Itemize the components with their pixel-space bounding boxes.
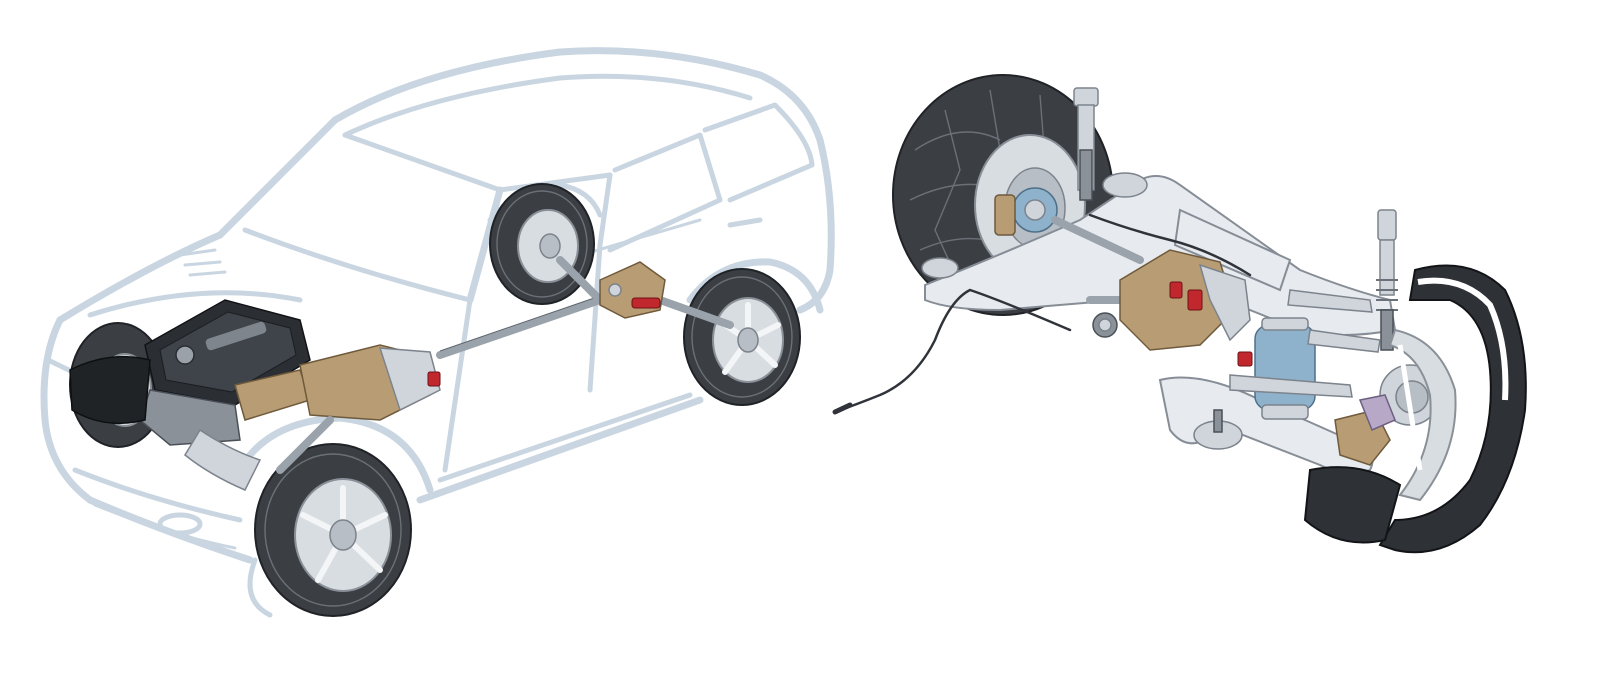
suv-ghost-body xyxy=(40,47,835,618)
suv-engine xyxy=(69,299,311,491)
suv-driveshafts xyxy=(276,256,734,474)
axle-control-arms xyxy=(1229,289,1381,398)
axle-left-hub xyxy=(994,187,1058,236)
suv-rear-far-wheel xyxy=(489,183,595,305)
axle-right-tire-cutaway xyxy=(1303,264,1527,554)
suv-rear-differential xyxy=(599,261,666,319)
axle-left-shock xyxy=(1073,87,1099,201)
axle-mounts xyxy=(921,172,1243,450)
axle-right-shock xyxy=(1376,209,1398,351)
axle-parking-brake-cable xyxy=(832,213,1252,415)
suv-rear-near-wheel xyxy=(683,268,801,406)
suv-front-near-wheel xyxy=(254,443,412,617)
suv-transmission xyxy=(299,344,441,421)
axle-differential xyxy=(1092,249,1251,351)
